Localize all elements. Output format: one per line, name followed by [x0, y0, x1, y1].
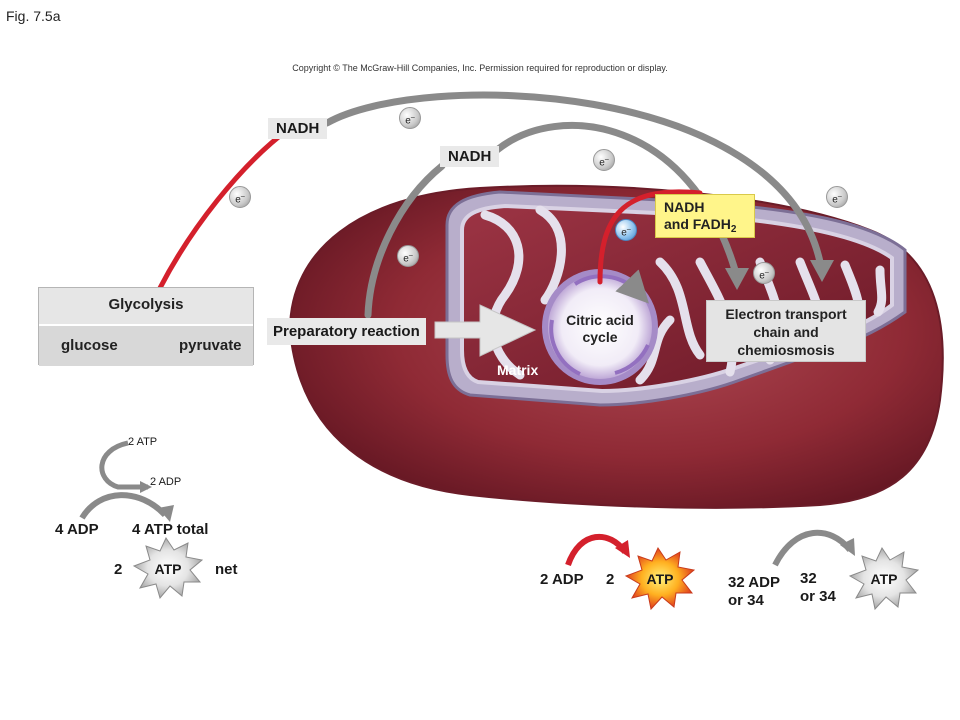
four-atp-total-label: 4 ATP total: [132, 521, 209, 538]
two-adp-top: 2 ADP: [150, 476, 182, 488]
atp-star-citric-label: ATP: [646, 571, 674, 587]
etc-count-line2: or 34: [800, 588, 836, 605]
two-adp-citric-label: 2 ADP: [540, 571, 584, 588]
net-count-label: 2: [114, 561, 123, 578]
atp-star-citric: [624, 546, 696, 611]
atp-recycle-arrowhead: [140, 481, 152, 493]
electron-icon: e–: [753, 262, 775, 284]
adp-to-atp-arrowhead: [158, 505, 174, 522]
etc-count-line1: 32: [800, 570, 817, 587]
citric-atp-red-arrowhead: [615, 540, 630, 558]
net-label: net: [215, 561, 238, 578]
arrowhead-etc-outer: [810, 260, 834, 282]
copyright-notice: Copyright © The McGraw-Hill Companies, I…: [292, 63, 668, 73]
electron-icon: e–: [399, 107, 421, 129]
adp-to-atp-arrow: [79, 492, 168, 520]
nadh-fadh-line1: NADH: [664, 199, 705, 215]
atp-star-glycolysis: [132, 536, 204, 600]
atp-recycle-arrow: [99, 440, 148, 490]
glycolysis-nadh-red-arrow: [157, 125, 293, 291]
atp-star-glycolysis-label: ATP: [154, 561, 182, 577]
big-entry-arrow: [434, 304, 537, 357]
electron-icon: e–: [229, 186, 251, 208]
two-atp-count-citric: 2: [606, 571, 615, 588]
cac-line1: Citric acid: [566, 312, 634, 328]
preparatory-reaction-label: Preparatory reaction: [267, 318, 426, 345]
nadh-label-prep: NADH: [440, 146, 500, 167]
glucose-label: glucose: [61, 337, 118, 354]
prep-to-nadh-arrow: [364, 162, 446, 319]
electron-transport-label: Electron transport chain and chemiosmosi…: [706, 300, 866, 362]
electron-icon: e–: [826, 186, 848, 208]
atp-star-etc: [848, 546, 920, 611]
citric-acid-cycle-wheel: [542, 269, 658, 385]
atp-star-etc-label: ATP: [870, 571, 898, 587]
nadh-fadh-label: NADH and FADH2: [655, 194, 755, 238]
four-adp-label: 4 ADP: [55, 521, 99, 538]
etc-line3: chemiosmosis: [737, 342, 835, 358]
glycolysis-box: Glycolysis glucose pyruvate: [38, 287, 254, 366]
electron-icon: e–: [615, 219, 637, 241]
two-atp-top: 2 ATP: [128, 436, 158, 448]
electron-icon: e–: [397, 245, 419, 267]
etc-atp-grey-arrow: [772, 529, 853, 567]
glycolysis-row: glucose pyruvate: [39, 326, 253, 366]
etc-line2: chain and: [753, 324, 819, 340]
nadh-fadh-line2: and FADH2: [664, 216, 737, 235]
cac-line2: cycle: [582, 329, 618, 345]
nadh-arc-arrow-outer: [323, 91, 824, 266]
etc-adp-line1: 32 ADP: [728, 574, 780, 591]
etc-atp-count-label: 32 or 34: [800, 570, 836, 606]
arrowhead-etc-inner: [725, 268, 749, 290]
electron-icon: e–: [593, 149, 615, 171]
pyruvate-label: pyruvate: [179, 337, 242, 354]
etc-line1: Electron transport: [725, 306, 847, 322]
cycle-nadh-red-arrow: [597, 189, 703, 285]
nadh-label-glycolysis: NADH: [268, 118, 328, 139]
glycolysis-title: Glycolysis: [39, 288, 253, 326]
etc-adp-line2: or 34: [728, 592, 764, 609]
citric-acid-cycle-label: Citric acid cycle: [553, 312, 647, 346]
matrix-label: Matrix: [497, 362, 539, 378]
etc-atp-grey-arrowhead: [840, 538, 855, 556]
etc-adp-label: 32 ADP or 34: [728, 574, 780, 610]
citric-atp-red-arrow: [565, 533, 628, 567]
figure-label: Fig. 7.5a: [6, 8, 61, 24]
